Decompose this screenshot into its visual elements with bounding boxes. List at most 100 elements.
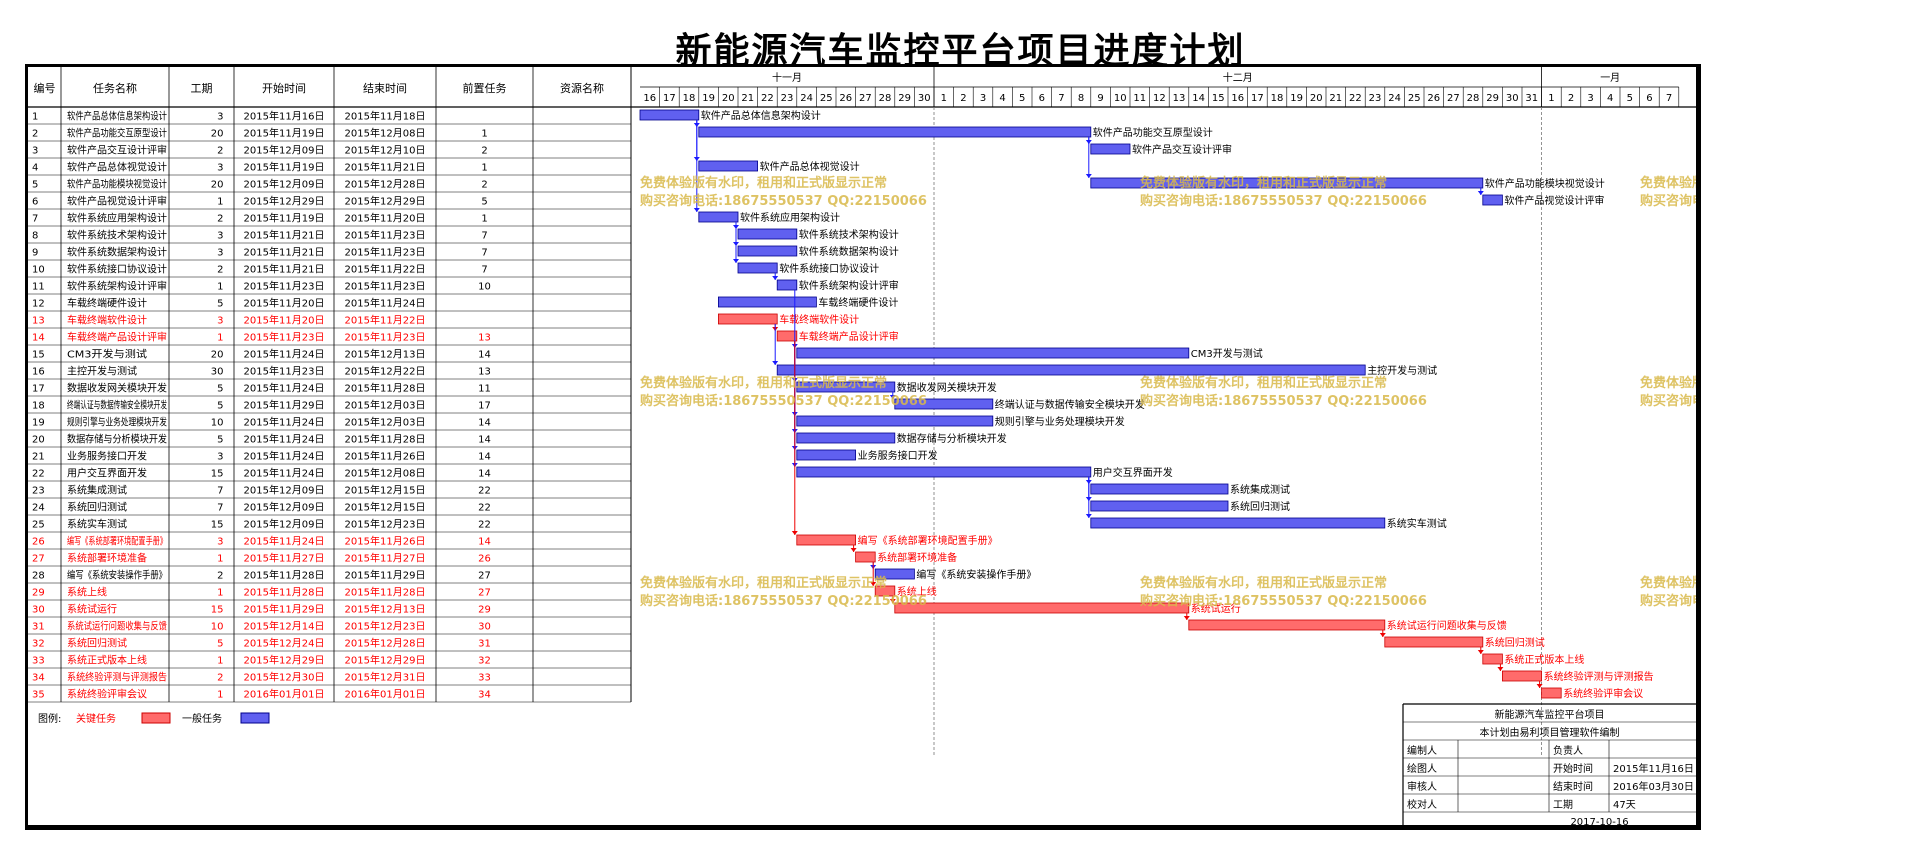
task-start: 2015年11月20日	[244, 297, 325, 310]
gantt-bar	[776, 364, 1366, 376]
task-predecessor: 2	[481, 146, 487, 157]
task-end: 2015年12月28日	[345, 178, 426, 191]
task-name: 软件系统接口协议设计	[67, 263, 167, 276]
task-predecessor: 5	[481, 197, 487, 208]
legend-critical-text: 关键任务	[76, 712, 116, 725]
task-duration: 10	[211, 622, 224, 633]
task-name: 用户交互界面开发	[67, 467, 147, 480]
task-name: 软件产品功能模块视觉设计	[67, 178, 167, 191]
task-start: 2015年11月24日	[244, 416, 325, 429]
bar-label: 软件系统技术架构设计	[799, 228, 899, 241]
gantt-bar	[698, 160, 758, 172]
task-end: 2015年11月22日	[345, 314, 426, 327]
watermark-line: 购买咨询电话:18675550537 QQ:22150066	[1140, 593, 1427, 609]
gantt-bar	[776, 330, 798, 342]
task-end: 2015年11月29日	[345, 569, 426, 582]
day-label: 5	[1019, 93, 1025, 104]
task-id: 18	[32, 401, 45, 412]
gantt-bar	[698, 211, 739, 223]
task-start: 2015年11月24日	[244, 382, 325, 395]
bar-label: 系统终验评审会议	[1563, 687, 1643, 700]
task-predecessor: 7	[481, 265, 487, 276]
task-duration: 5	[217, 401, 223, 412]
task-start: 2015年11月24日	[244, 467, 325, 480]
legend-critical-swatch	[141, 712, 171, 724]
task-name: 系统终验评审会议	[67, 688, 147, 701]
task-id: 12	[32, 299, 45, 310]
gantt-bar	[894, 602, 1190, 614]
gantt-bar	[796, 449, 856, 461]
task-duration: 7	[217, 503, 223, 514]
task-name: 系统回归测试	[67, 501, 127, 514]
gantt-bar	[1541, 687, 1562, 699]
gantt-bar	[737, 262, 778, 274]
task-start: 2015年12月09日	[244, 501, 325, 514]
bar-label: 系统试运行问题收集与反馈	[1387, 619, 1507, 632]
bar-label: 软件系统应用架构设计	[740, 211, 840, 224]
bar-label: 系统回归测试	[1230, 500, 1290, 513]
task-start: 2015年11月29日	[244, 603, 325, 616]
task-end: 2015年11月20日	[345, 212, 426, 225]
arrow-head	[733, 259, 739, 263]
task-predecessor: 27	[478, 588, 491, 599]
task-predecessor: 22	[478, 503, 491, 514]
task-predecessor: 32	[478, 656, 491, 667]
task-name: 数据存储与分析模块开发	[67, 433, 167, 446]
day-label: 26	[839, 93, 852, 104]
day-label: 6	[1646, 93, 1652, 104]
day-label: 13	[1173, 93, 1186, 104]
task-name: 规则引擎与业务处理模块开发	[67, 416, 167, 429]
arrow-head	[889, 395, 896, 399]
gantt-bar	[1188, 619, 1386, 631]
watermark-line: 购买咨询电话:18675550537 QQ:22150066	[1640, 393, 1696, 409]
day-label: 25	[820, 93, 833, 104]
bar-label: 系统回归测试	[1485, 636, 1545, 649]
watermark-line: 购买咨询电话:18675550537 QQ:22150066	[1640, 193, 1696, 209]
task-name: 系统试运行	[67, 603, 117, 616]
month-label: 一月	[1600, 72, 1620, 84]
day-label: 26	[1427, 93, 1440, 104]
day-label: 22	[1349, 93, 1362, 104]
day-label: 20	[1310, 93, 1323, 104]
task-duration: 5	[217, 299, 223, 310]
day-label: 4	[1607, 93, 1613, 104]
gantt-bar	[698, 126, 1092, 138]
bar-label: 规则引擎与业务处理模块开发	[995, 415, 1125, 428]
task-start: 2015年11月16日	[244, 110, 325, 123]
arrow-head	[1379, 633, 1386, 637]
task-duration: 15	[211, 520, 224, 531]
day-label: 27	[1447, 93, 1460, 104]
task-predecessor: 1	[481, 129, 487, 140]
day-label: 8	[1078, 93, 1084, 104]
task-name: 编写《系统安装操作手册》	[67, 569, 167, 582]
task-id: 3	[32, 146, 38, 157]
task-end: 2015年12月13日	[345, 603, 426, 616]
arrow-head	[870, 582, 877, 586]
gantt-bar	[796, 415, 994, 427]
bar-label: 用户交互界面开发	[1093, 466, 1173, 479]
info-cell: 校对人	[1407, 798, 1437, 811]
task-duration: 7	[217, 486, 223, 497]
task-duration: 2	[217, 571, 223, 582]
bar-label: 系统正式版本上线	[1504, 653, 1584, 666]
task-duration: 3	[217, 112, 223, 123]
task-predecessor: 1	[481, 214, 487, 225]
bar-label: 主控开发与测试	[1367, 364, 1437, 377]
task-end: 2015年12月15日	[345, 501, 426, 514]
day-label: 12	[1153, 93, 1166, 104]
watermark-line: 免费体验版有水印，租用和正式版显示正常	[1140, 175, 1387, 191]
bar-label: 软件产品功能交互原型设计	[1093, 126, 1213, 139]
day-label: 19	[702, 93, 715, 104]
arrow-head	[850, 548, 857, 552]
legend-normal-text: 一般任务	[182, 712, 222, 725]
task-end: 2015年11月23日	[345, 229, 426, 242]
task-duration: 1	[217, 333, 223, 344]
watermark-line: 免费体验版有水印，租用和正式版显示正常	[1640, 175, 1696, 191]
day-label: 1	[1548, 93, 1554, 104]
day-label: 21	[1329, 93, 1342, 104]
bar-label: 系统部署环境准备	[877, 551, 957, 564]
task-name: 软件产品功能交互原型设计	[67, 127, 167, 140]
task-predecessor: 33	[478, 673, 491, 684]
task-end: 2015年12月10日	[345, 144, 426, 157]
task-name: 系统正式版本上线	[67, 654, 147, 667]
